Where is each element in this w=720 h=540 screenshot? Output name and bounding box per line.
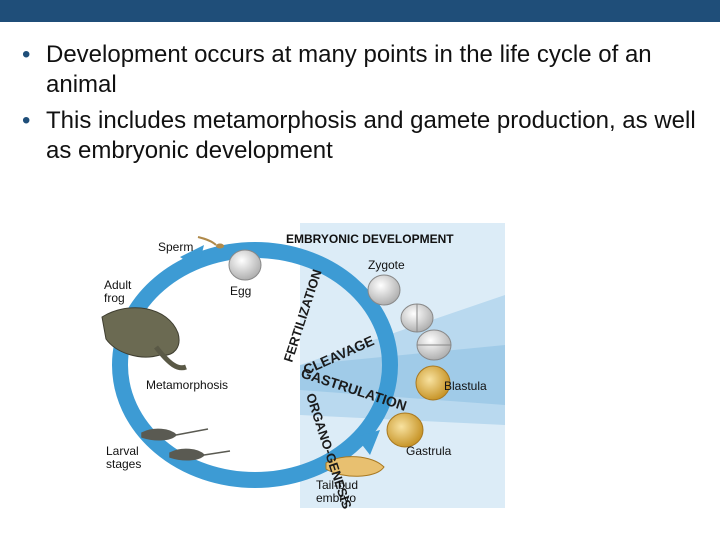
cycle-arrow-icon	[180, 245, 204, 269]
sperm-head-icon	[216, 243, 224, 249]
frog-leg-icon	[154, 345, 187, 371]
tadpole-icon	[169, 448, 231, 461]
label-adult-frog: Adult frog	[104, 278, 132, 305]
label-larval: Larval stages	[106, 444, 142, 471]
label-egg: Egg	[230, 284, 252, 298]
bullet-dot-icon: •	[22, 41, 31, 68]
bullet-list: • Development occurs at many points in t…	[22, 40, 702, 172]
label-gastrula: Gastrula	[406, 444, 452, 458]
tailbud-embryo-icon	[325, 456, 385, 477]
label-sperm: Sperm	[158, 240, 194, 254]
label-zygote: Zygote	[368, 258, 405, 272]
bullet-text: Development occurs at many points in the…	[46, 41, 652, 98]
blastula-icon	[415, 365, 451, 401]
adult-frog-icon	[101, 307, 180, 358]
section-title: EMBRYONIC DEVELOPMENT	[286, 232, 454, 246]
bullet-dot-icon: •	[22, 107, 31, 134]
zygote-icon	[367, 274, 401, 306]
label-metamorphosis: Metamorphosis	[146, 378, 229, 392]
bullet-item: • Development occurs at many points in t…	[22, 40, 702, 100]
cycle-arrow-icon	[356, 430, 380, 455]
title-bar	[0, 0, 720, 22]
sperm-icon	[197, 236, 217, 246]
life-cycle-diagram: FERTILIZATION CLEAVAGE GASTRULATION ORGA…	[80, 215, 520, 515]
label-blastula: Blastula	[444, 379, 487, 393]
gastrula-icon	[386, 412, 424, 448]
life-cycle-ring	[112, 242, 398, 488]
diagram-svg: FERTILIZATION CLEAVAGE GASTRULATION ORGA…	[101, 223, 505, 511]
egg-icon	[228, 249, 262, 281]
label-tailbud: Tail-bud embryo	[316, 478, 359, 505]
bullet-item: • This includes metamorphosis and gamete…	[22, 106, 702, 166]
tadpole-icon	[141, 428, 209, 441]
bullet-text: This includes metamorphosis and gamete p…	[46, 107, 696, 164]
embryonic-panel-dark	[300, 345, 505, 405]
